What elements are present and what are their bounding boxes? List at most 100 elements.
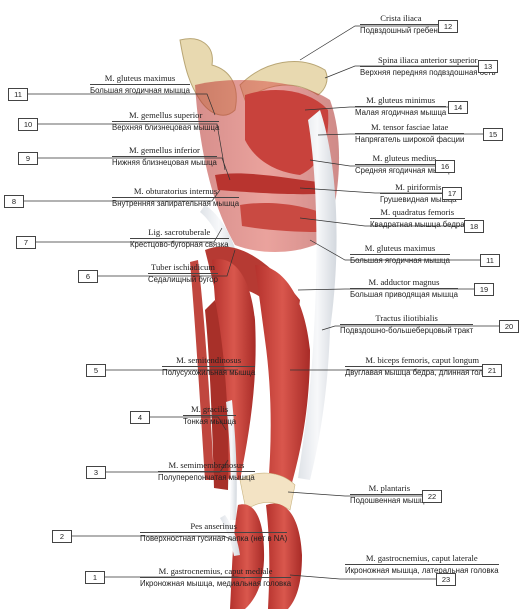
label-number-box: 6	[78, 270, 98, 283]
label-number-box: 2	[52, 530, 72, 543]
leader-line-7	[34, 227, 223, 243]
leader-line-3	[104, 459, 229, 473]
label-number-box: 20	[499, 320, 519, 333]
leader-line-11	[309, 239, 480, 261]
label-latin: M. gracilis	[190, 404, 229, 414]
label-number-box: 13	[478, 60, 498, 73]
semimembranosus-shape	[205, 300, 229, 490]
label-russian: Большая приводящая мышца	[350, 288, 458, 299]
label-russian: Грушевидная мышца	[380, 193, 457, 204]
label-latin: Tuber ischiadicum	[151, 262, 215, 272]
label-russian: Поверхностная гусиная лапка (нет в NA)	[140, 532, 288, 543]
label-latin: M. gluteus maximus	[364, 243, 436, 253]
label-russian: Двуглавая мышца бедра, длинная головка	[345, 366, 500, 377]
leader-line-20	[321, 325, 499, 331]
leader-line-11	[26, 93, 216, 116]
leader-line-2	[70, 535, 233, 541]
label-russian: Подошвенная мышца	[350, 494, 429, 505]
label-russian: Верхняя передняя подвздошная ость	[360, 66, 496, 77]
label-latin: Lig. sacrotuberale	[148, 227, 211, 237]
label-latin: M. biceps femoris, caput longum	[365, 355, 480, 365]
popliteal-fossa	[239, 472, 296, 511]
label-number-box: 18	[464, 220, 484, 233]
semitendinosus-tendon	[226, 400, 237, 520]
label-russian: Квадратная мышца бедра	[370, 218, 465, 229]
label-russian: Верхняя близнецовая мышца	[112, 121, 220, 132]
label-russian: Икроножная мышца, медиальная головка	[140, 577, 292, 588]
label-russian: Нижняя близнецовая мышца	[112, 156, 217, 167]
leader-line-18	[299, 217, 464, 227]
piriformis-shape	[215, 173, 318, 195]
label-russian: Полусухожильная мышца	[162, 366, 256, 377]
leader-line-6	[96, 249, 236, 277]
label-number-box: 9	[18, 152, 38, 165]
label-latin: M. gemellus superior	[129, 110, 203, 120]
label-number-box: 19	[474, 283, 494, 296]
label-russian: Малая ягодичная мышца	[355, 106, 447, 117]
label-number-box: 5	[86, 364, 106, 377]
label-latin: M. quadratus femoris	[380, 207, 455, 217]
label-latin: Pes anserinus	[190, 521, 237, 531]
label-number-box: 11	[8, 88, 28, 101]
label-latin: Crista iliaca	[380, 13, 422, 23]
label-russian: Тонкая мышца	[183, 415, 237, 426]
pes-anserinus	[220, 515, 240, 556]
biceps-femoris-shape	[255, 265, 310, 490]
label-number-box: 1	[85, 571, 105, 584]
label-russian: Подвздошный гребень	[360, 24, 442, 35]
leader-line-23	[289, 574, 436, 580]
gastrocnemius-lateral-shape	[266, 503, 302, 609]
label-number-box: 12	[438, 20, 458, 33]
label-latin: Spina iliaca anterior superior	[378, 55, 478, 65]
semitendinosus-shape	[212, 259, 256, 480]
label-latin: M. obturatorius internus	[133, 186, 218, 196]
label-number-box: 16	[435, 160, 455, 173]
label-latin: M. piriformis	[395, 182, 442, 192]
label-number-box: 17	[442, 187, 462, 200]
quadratus-femoris-shape	[240, 202, 320, 232]
label-russian: Икроножная мышца, латеральная головка	[345, 564, 499, 575]
label-number-box: 21	[482, 364, 502, 377]
leader-line-22	[287, 491, 422, 497]
leader-line-10	[36, 123, 226, 171]
label-latin: M. tensor fasciae latae	[371, 122, 449, 132]
label-number-box: 4	[130, 411, 150, 424]
label-latin: M. gluteus maximus	[104, 73, 176, 83]
leader-line-14	[304, 106, 448, 111]
label-latin: M. semimembranosus	[168, 460, 245, 470]
label-number-box: 11	[480, 254, 500, 267]
label-latin: M. plantaris	[368, 483, 411, 493]
label-number-box: 14	[448, 101, 468, 114]
label-latin: M. gastrocnemius, caput laterale	[365, 553, 478, 563]
gluteus-medius-shape	[245, 90, 329, 175]
label-russian: Большая ягодичная мышца	[90, 84, 190, 95]
gastrocnemius-medial-shape	[230, 504, 265, 609]
label-russian: Большая ягодичная мышца	[350, 254, 450, 265]
leader-line-15	[317, 133, 483, 136]
label-number-box: 15	[483, 128, 503, 141]
label-russian: Внутренняя запирательная мышца	[112, 197, 240, 208]
leader-line-8	[22, 189, 221, 202]
